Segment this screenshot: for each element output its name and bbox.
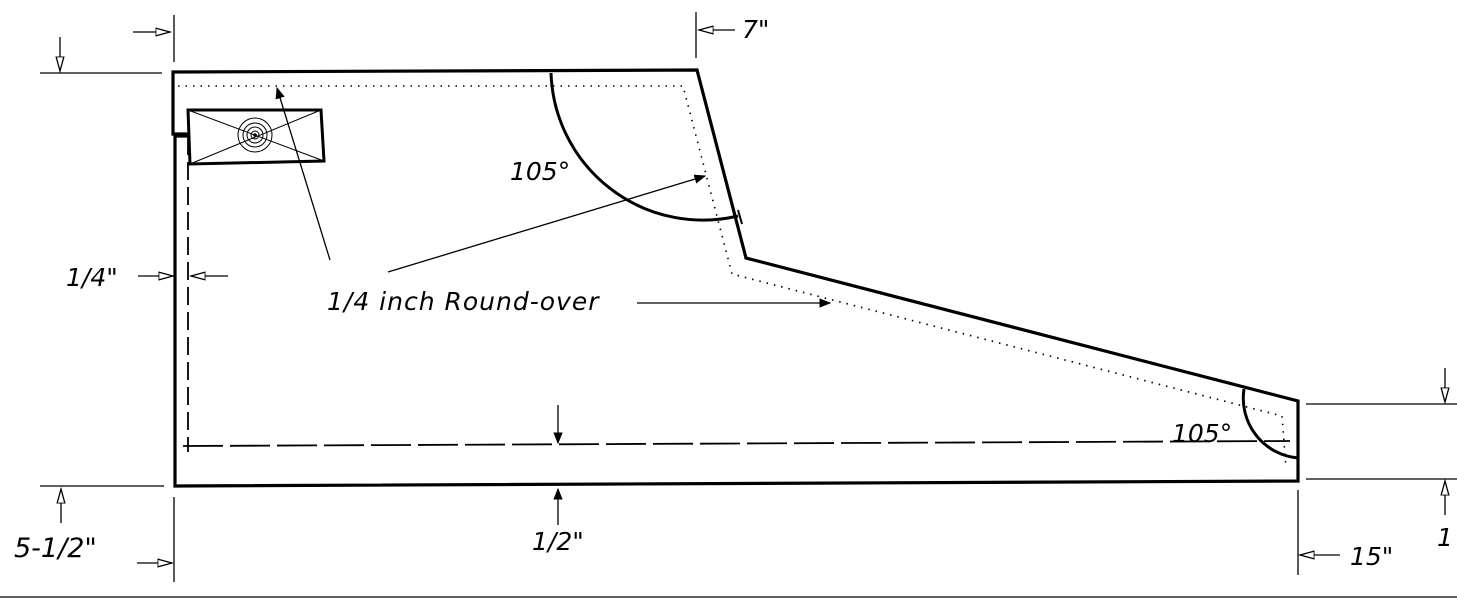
dim-bottom-half-label: 1/2" (532, 527, 584, 556)
angle-arc-top (549, 72, 739, 222)
dim-height-label: 5-1/2" (14, 533, 97, 564)
extension-lines (0, 12, 1457, 598)
dim-bottom-15-label: 15" (1350, 542, 1393, 571)
angle-arc-bottom (1241, 388, 1299, 460)
speaker-mount (186, 108, 326, 166)
leader-to-top-edge (387, 174, 707, 273)
angle-top-label: 105° (510, 157, 570, 186)
inner-dashed-horizontal (182, 440, 1291, 447)
roundover-dotted-line (178, 85, 1287, 469)
roundover-note: 1/4 inch Round-over (327, 287, 600, 316)
dim-top-7-label: 7" (742, 15, 769, 44)
dim-quarter-label: 1/4" (66, 263, 118, 292)
panel-outline (171, 68, 1300, 488)
dim-right-1-label: 1 (1437, 523, 1453, 552)
leader-to-top-corner (275, 86, 331, 261)
angle-bottom-label: 105° (1172, 419, 1232, 448)
